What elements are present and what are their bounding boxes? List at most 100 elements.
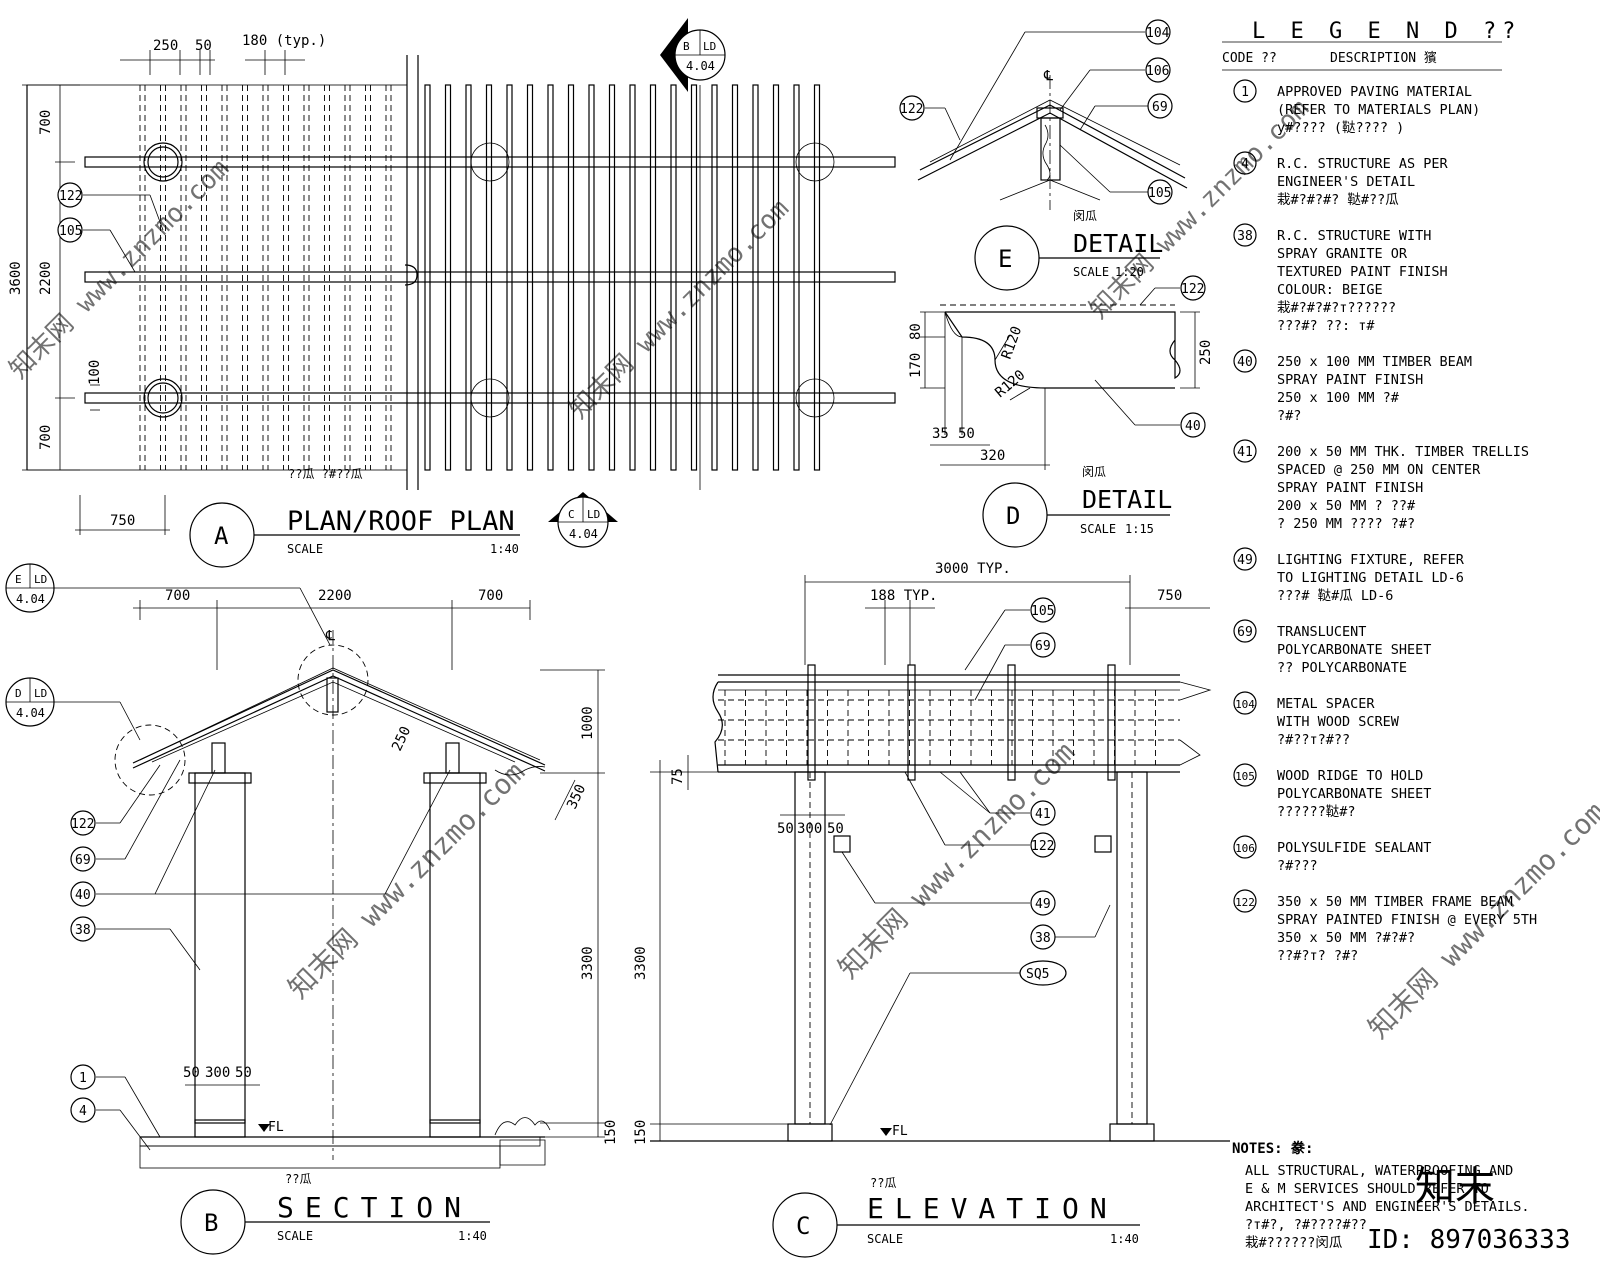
plan-dim-700a: 700 [38, 110, 54, 135]
elevation-tag-49: 49 [1035, 897, 1051, 912]
section-tag-40: 40 [75, 888, 91, 903]
plan-slat [772, 84, 780, 471]
plan-slat [465, 84, 472, 471]
elevation-scale-label: SCALE [867, 1232, 903, 1246]
legend-description-line: ?? POLYCARBONATE [1277, 660, 1407, 676]
section-tag-4: 4 [79, 1104, 87, 1119]
marker-b-sheet: LD [703, 40, 716, 53]
detail-e-tag-106: 106 [1146, 64, 1169, 79]
detail-e-tag-104: 104 [1146, 26, 1170, 41]
watermark-2: 知末网 www.znzmo.com [282, 755, 532, 1005]
elevation-dim-150: 150 [633, 1120, 649, 1145]
legend-code: 49 [1237, 553, 1253, 568]
legend-description-line: TEXTURED PAINT FINISH [1277, 264, 1448, 280]
legend-title: L E G E N D ?? [1252, 19, 1521, 44]
legend-desc-header: DESCRIPTION 獱 [1330, 51, 1437, 66]
legend-description-line: SPRAY PAINT FINISH [1277, 372, 1423, 388]
section-scale-label: SCALE [277, 1229, 313, 1243]
detail-d-letter: D [1006, 502, 1020, 530]
plan-view: 250 50 180 (typ.) 3600 700 2200 700 100 … [8, 18, 896, 568]
legend-description-line: METAL SPACER [1277, 696, 1375, 712]
legend-code-bubble [1233, 349, 1257, 373]
plan-slats [424, 84, 821, 471]
legend-code: 104 [1235, 698, 1255, 711]
legend-code-header: CODE ?? [1222, 51, 1277, 66]
legend-code: 40 [1237, 355, 1253, 370]
detail-e-scale-label: SCALE [1073, 265, 1109, 279]
legend-description-line: ?#??? [1277, 858, 1318, 874]
legend-description-line: (REFER TO MATERIALS PLAN) [1277, 102, 1480, 118]
notes-lines: ALL STRUCTURAL, WATERPROOFING AND E & M S… [1245, 1163, 1529, 1251]
marker-c-plan: C LD 4.04 [548, 492, 618, 548]
watermark-logo: 知末 [1415, 1164, 1495, 1210]
legend-code: 106 [1235, 842, 1255, 855]
detail-d-title: DETAIL [1082, 485, 1172, 514]
plan-dim-700b: 700 [38, 425, 54, 450]
detail-e-tag-122: 122 [900, 102, 923, 117]
elevation-tag-41: 41 [1035, 807, 1051, 822]
section-dim-350: 350 [564, 782, 589, 812]
legend-item: 40 250 x 100 MM TIMBER BEAM SPRAY PAINT FI… [1233, 349, 1472, 424]
legend-description-line: LIGHTING FIXTURE, REFER [1277, 552, 1465, 568]
section-view: ℄ FL 700 2200 700 1000 3300 150 3 [5, 563, 619, 1255]
detail-e-tag-105: 105 [1148, 186, 1171, 201]
plan-slat [588, 84, 595, 471]
legend-code-bubble [1233, 547, 1257, 571]
plan-scale-label: SCALE [287, 542, 323, 556]
legend-description-line: SPRAY GRANITE OR [1277, 246, 1408, 262]
elevation-view: FL 3000 TYP. 188 TYP. 750 75 3300 150 50… [633, 561, 1230, 1258]
elevation-slats [724, 664, 1156, 781]
plan-title-cn: ??瓜 ?#??瓜 [288, 467, 363, 481]
marker-e-section: E LD 4.04 [5, 563, 331, 646]
elevation-title-cn: ??瓜 [870, 1176, 896, 1190]
section-scale: 1:40 [458, 1229, 487, 1243]
notes-line: E & M SERVICES SHOULD REFER TO [1245, 1181, 1489, 1197]
legend-description-line: SPRAY PAINT FINISH [1277, 480, 1423, 496]
legend-code: 4 [1241, 157, 1249, 172]
marker-d-sheet: LD [34, 687, 47, 700]
detail-e-scale: 1:20 [1115, 265, 1144, 279]
legend-description-line: ENGINEER'S DETAIL [1277, 174, 1415, 190]
legend-code-bubble [1233, 691, 1257, 715]
detail-e-title: DETAIL [1073, 229, 1163, 258]
elevation-dim-50b: 50 [827, 821, 844, 837]
section-tag-122: 122 [71, 817, 94, 832]
section-dim-700a: 700 [165, 588, 190, 604]
legend-description-line: 250 x 100 MM TIMBER BEAM [1277, 354, 1472, 370]
plan-slat [690, 84, 698, 471]
legend-description-line: SPRAY PAINTED FINISH @ EVERY 5TH [1277, 912, 1537, 928]
section-dim-700b: 700 [478, 588, 503, 604]
legend-description-line: ?#? [1277, 408, 1301, 424]
plan-beam-bottom [84, 392, 896, 404]
elevation-dim-750: 750 [1157, 588, 1182, 604]
elevation-scale: 1:40 [1110, 1232, 1139, 1246]
legend-description-line: TRANSLUCENT [1277, 624, 1366, 640]
plan-slat [711, 84, 718, 471]
legend-code: 122 [1235, 896, 1255, 909]
section-dim-1000: 1000 [580, 706, 596, 740]
section-tag-1: 1 [79, 1071, 87, 1086]
notes-line: 栽#??????闵瓜 [1245, 1235, 1343, 1251]
legend-description-line: R.C. STRUCTURE AS PER [1277, 156, 1449, 172]
legend-description-line: ???# 鞑#瓜 LD-6 [1277, 588, 1393, 604]
elevation-dim-188: 188 TYP. [870, 588, 937, 604]
detail-d-title-cn: 闵瓜 [1082, 464, 1106, 479]
legend-description-line: POLYCARBONATE SHEET [1277, 642, 1431, 658]
elevation-tag-105: 105 [1031, 604, 1054, 619]
legend-description-line: 栽#?#?#?т?????? [1277, 300, 1396, 316]
elevation-light-left [833, 835, 851, 853]
legend-code: 41 [1237, 445, 1253, 460]
notes-line: ALL STRUCTURAL, WATERPROOFING AND [1245, 1163, 1513, 1179]
elevation-fl: FL [892, 1124, 908, 1139]
detail-d-tag-122: 122 [1181, 282, 1204, 297]
plan-tag-122: 122 [59, 189, 82, 204]
plan-slat [629, 84, 636, 471]
elevation-tag-sq5: SQ5 [1026, 967, 1049, 982]
detail-e-tag-69: 69 [1152, 100, 1168, 115]
